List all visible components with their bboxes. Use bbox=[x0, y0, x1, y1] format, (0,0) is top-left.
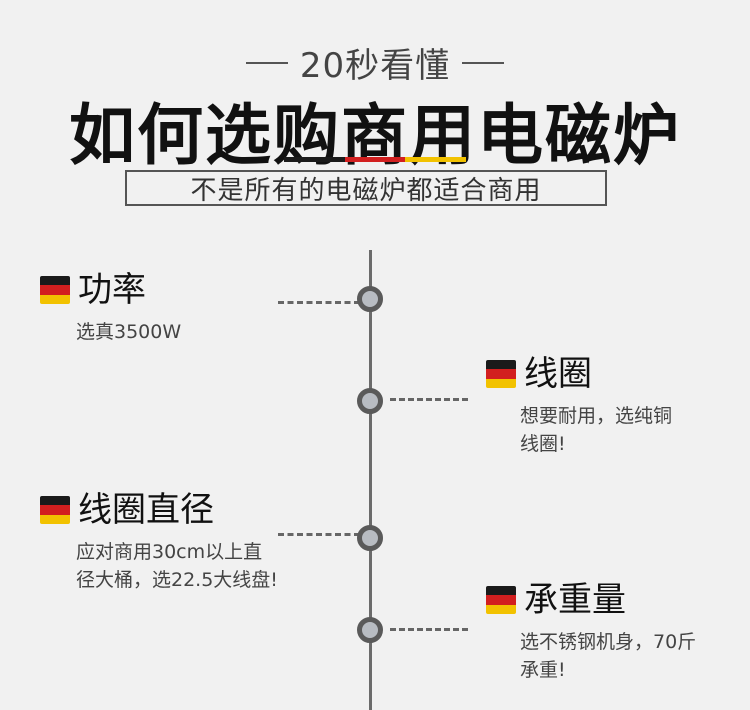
timeline-node-4 bbox=[357, 617, 383, 643]
feature-desc-line: 线圈! bbox=[520, 433, 566, 455]
feature-name: 功率 bbox=[78, 270, 146, 310]
eyebrow: 20秒看懂 bbox=[0, 38, 750, 87]
feature-desc-line: 承重! bbox=[520, 659, 566, 681]
flag-stripe-red bbox=[344, 157, 406, 162]
feature-item-coil: 线圈 想要耐用，选纯铜 线圈! bbox=[486, 354, 672, 458]
connector-2 bbox=[390, 398, 468, 401]
feature-desc-line: 想要耐用，选纯铜 bbox=[520, 405, 673, 427]
page-title: 如何选购商用电磁炉 bbox=[69, 97, 681, 174]
feature-name: 承重量 bbox=[524, 580, 626, 620]
feature-desc-line: 应对商用30cm以上直 bbox=[76, 541, 263, 563]
timeline-line bbox=[369, 250, 372, 710]
connector-3 bbox=[278, 533, 360, 536]
timeline-node-3 bbox=[357, 525, 383, 551]
feature-item-power: 功率 选真3500W bbox=[40, 270, 181, 346]
feature-desc-line: 选不锈钢机身，70斤 bbox=[520, 631, 697, 653]
feature-item-load-capacity: 承重量 选不锈钢机身，70斤 承重! bbox=[486, 580, 696, 684]
subtitle-box: 不是所有的电磁炉都适合商用 bbox=[125, 170, 607, 206]
german-flag-icon bbox=[486, 360, 516, 388]
timeline-node-1 bbox=[357, 286, 383, 312]
feature-desc-line: 径大桶，选22.5大线盘! bbox=[76, 569, 278, 591]
feature-desc-line: 选真3500W bbox=[76, 321, 182, 343]
feature-name: 线圈直径 bbox=[78, 490, 214, 530]
subtitle-text: 不是所有的电磁炉都适合商用 bbox=[190, 175, 542, 206]
german-flag-icon bbox=[40, 496, 70, 524]
german-flag-icon bbox=[486, 586, 516, 614]
connector-4 bbox=[390, 628, 468, 631]
eyebrow-text: 20秒看懂 bbox=[299, 46, 451, 86]
eyebrow-dash-left bbox=[245, 61, 288, 64]
eyebrow-dash-right bbox=[462, 61, 505, 64]
feature-item-coil-diameter: 线圈直径 应对商用30cm以上直 径大桶，选22.5大线盘! bbox=[40, 490, 278, 594]
german-flag-underline bbox=[284, 157, 467, 162]
flag-stripe-black bbox=[284, 157, 345, 162]
connector-1 bbox=[278, 301, 360, 304]
flag-stripe-gold bbox=[405, 157, 467, 162]
german-flag-icon bbox=[40, 276, 70, 304]
feature-name: 线圈 bbox=[524, 354, 592, 394]
timeline-node-2 bbox=[357, 388, 383, 414]
